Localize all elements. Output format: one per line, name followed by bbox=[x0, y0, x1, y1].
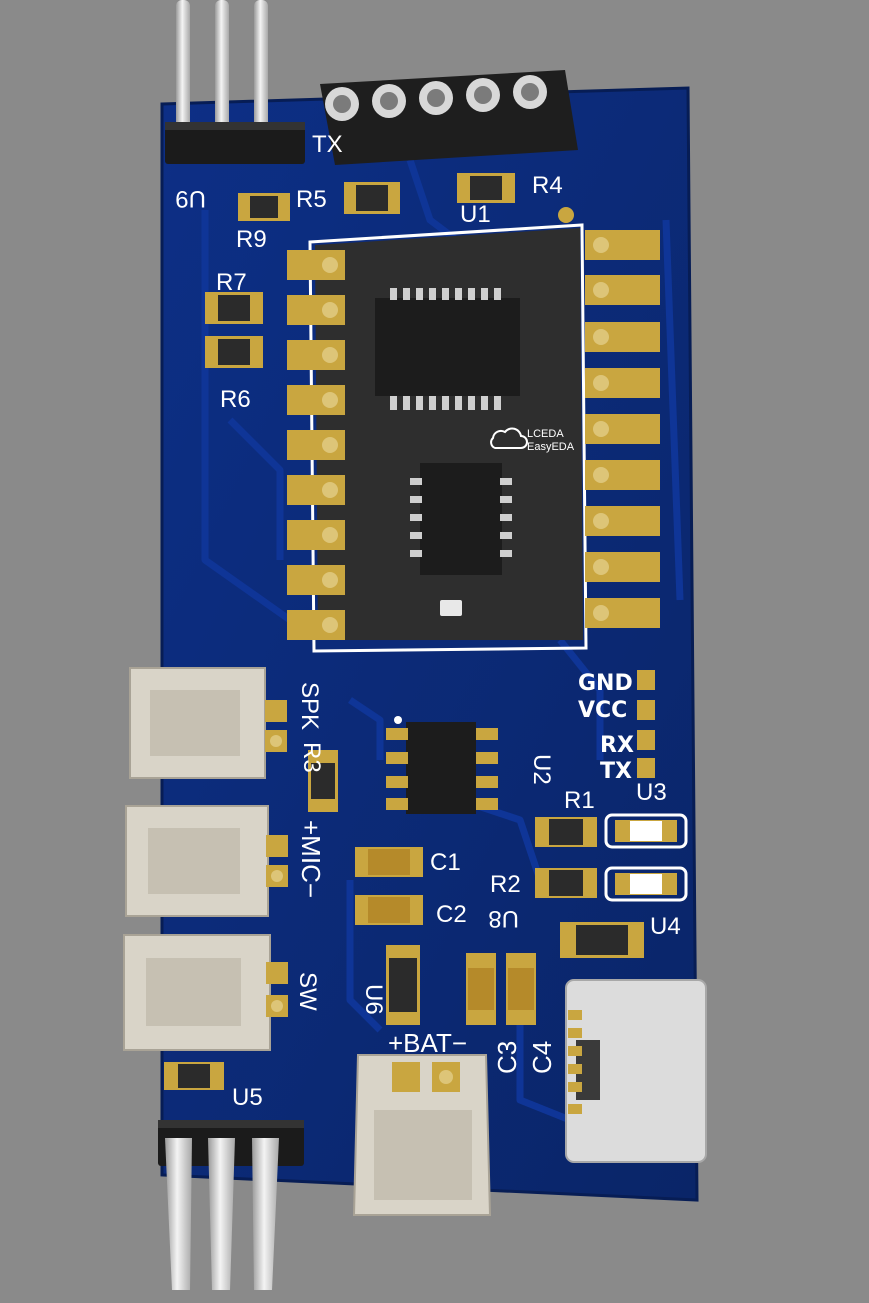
module-right-pads bbox=[585, 230, 660, 628]
label-u1: U1 bbox=[460, 201, 491, 228]
label-u3: U3 bbox=[636, 779, 667, 806]
label-bat: +BAT− bbox=[388, 1028, 467, 1058]
label-u5: U5 bbox=[232, 1084, 263, 1111]
resistor-r2 bbox=[535, 868, 597, 898]
capacitor-c1 bbox=[355, 847, 423, 877]
resistor-r7 bbox=[205, 292, 263, 324]
resistor-bottom-left bbox=[164, 1062, 224, 1090]
label-tx: TX bbox=[600, 759, 632, 784]
capacitor-c4 bbox=[506, 953, 536, 1025]
connector-spk bbox=[129, 667, 287, 779]
easyeda-logo: LCEDA EasyEDA bbox=[490, 427, 575, 453]
led-u3 bbox=[604, 813, 688, 849]
label-r6: R6 bbox=[220, 386, 251, 413]
module-outline bbox=[308, 223, 588, 653]
label-tx-header: TX bbox=[312, 131, 343, 158]
chip-u6 bbox=[386, 945, 420, 1025]
label-r3: R3 bbox=[298, 742, 325, 773]
chip-u8 bbox=[560, 922, 644, 958]
label-u2: U2 bbox=[528, 754, 555, 785]
test-pads bbox=[637, 670, 655, 778]
label-spk: SPK bbox=[296, 682, 323, 730]
top-left-pin-header bbox=[165, 0, 305, 164]
label-rx: RX bbox=[600, 733, 634, 758]
module-left-pad-holes bbox=[322, 257, 338, 633]
module-chip-small bbox=[410, 463, 512, 575]
label-mic: +MIC− bbox=[296, 820, 326, 898]
module-led bbox=[440, 600, 462, 616]
label-u6: U6 bbox=[360, 984, 387, 1015]
resistor-u1-left bbox=[344, 182, 400, 214]
resistor-r6 bbox=[205, 336, 263, 368]
top-female-header bbox=[320, 70, 578, 165]
mounting-via bbox=[558, 207, 574, 223]
connector-bat bbox=[352, 1054, 492, 1216]
usb-c-port bbox=[565, 979, 707, 1163]
label-vcc: VCC bbox=[578, 698, 627, 723]
label-sw: SW bbox=[294, 972, 321, 1011]
label-c3: C3 bbox=[492, 1041, 522, 1074]
module-chip-large bbox=[375, 288, 520, 410]
label-r2: R2 bbox=[490, 871, 521, 898]
label-c2: C2 bbox=[436, 901, 467, 928]
label-r5: R5 bbox=[296, 186, 327, 213]
module-right-pad-holes bbox=[593, 237, 609, 621]
capacitor-c3 bbox=[466, 953, 496, 1025]
logo-line2: EasyEDA bbox=[527, 441, 575, 453]
label-gnd: GND bbox=[578, 671, 633, 696]
bottom-left-pin-header bbox=[158, 1120, 304, 1290]
label-u9: U9 bbox=[175, 185, 206, 212]
label-r4: R4 bbox=[532, 172, 563, 199]
resistor-r3 bbox=[308, 750, 338, 812]
label-r1: R1 bbox=[564, 787, 595, 814]
label-u8: U8 bbox=[488, 905, 519, 932]
label-u4: U4 bbox=[650, 913, 681, 940]
label-c1: C1 bbox=[430, 849, 461, 876]
logo-line1: LCEDA bbox=[527, 428, 564, 440]
led-u4 bbox=[604, 866, 688, 902]
connector-sw bbox=[123, 934, 288, 1051]
chip-u2 bbox=[386, 716, 498, 814]
connector-mic bbox=[125, 805, 288, 917]
resistor-r9 bbox=[238, 193, 290, 221]
resistor-r4 bbox=[457, 173, 515, 203]
resistor-r1 bbox=[535, 817, 597, 847]
label-r9: R9 bbox=[236, 226, 267, 253]
capacitor-c2 bbox=[355, 895, 423, 925]
label-r7: R7 bbox=[216, 269, 247, 296]
label-c4: C4 bbox=[527, 1041, 557, 1074]
